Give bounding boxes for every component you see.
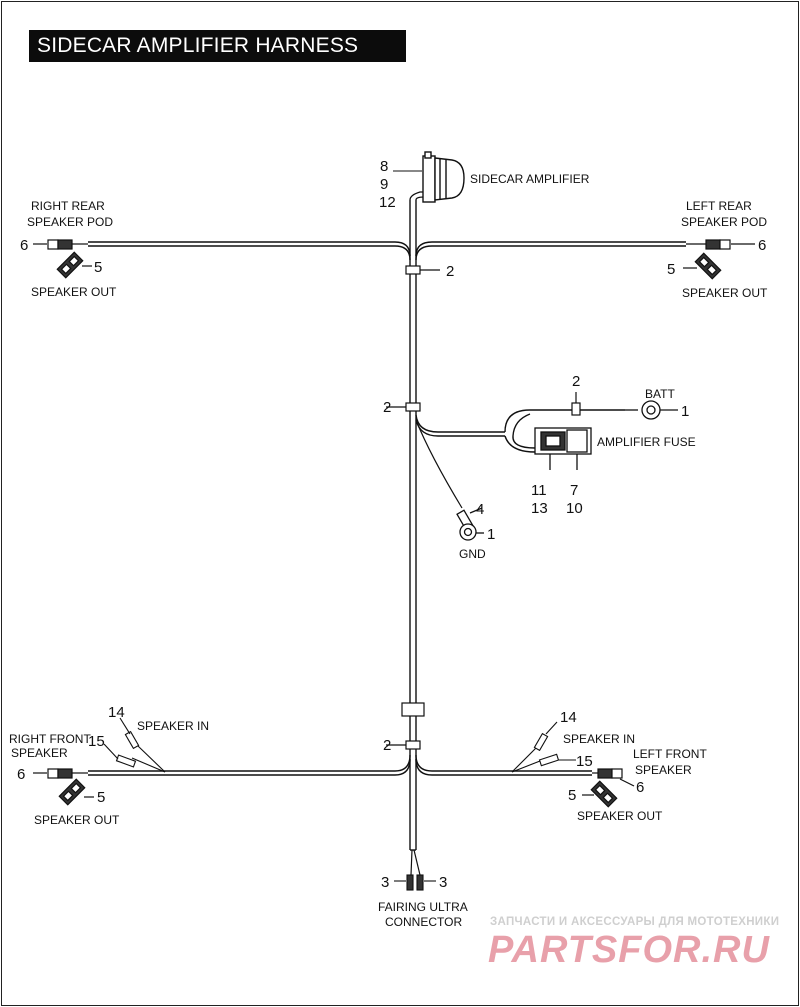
callout-6-rr: 6 (20, 237, 28, 254)
ground-wire (415, 419, 463, 509)
callout-2-upper: 2 (446, 263, 454, 280)
callout-8: 8 (380, 158, 388, 175)
callout-14-rf: 14 (108, 704, 125, 721)
fuse-branch (415, 409, 625, 453)
batt-ring-terminal (625, 400, 678, 420)
right-rear-connector-6 (33, 239, 88, 250)
label-batt: BATT (645, 387, 675, 401)
callout-2-lower: 2 (383, 737, 391, 754)
callout-14-lf: 14 (560, 709, 577, 726)
left-speaker-in-terminals (533, 721, 576, 767)
callout-10: 10 (566, 500, 583, 517)
watermark-line1: ЗАПЧАСТИ И АКСЕССУАРЫ ДЛЯ МОТОТЕХНИКИ (490, 916, 779, 928)
callout-1-gnd: 1 (487, 526, 495, 543)
label-speaker-in-rf: SPEAKER IN (137, 719, 209, 733)
fairing-terminals (394, 874, 436, 891)
callout-9: 9 (380, 176, 388, 193)
label-left-rear-2: SPEAKER POD (681, 215, 767, 229)
callout-2-fuse: 2 (572, 373, 580, 390)
labels: SIDECAR AMPLIFIER RIGHT REAR SPEAKER POD… (9, 172, 768, 929)
amplifier-fuse-holder (534, 427, 592, 470)
label-gnd: GND (459, 547, 486, 561)
right-speaker-in-terminals (103, 717, 140, 768)
callout-6-rf: 6 (17, 766, 25, 783)
callout-6-lf: 6 (636, 779, 644, 796)
right-speaker-in-wires (131, 745, 166, 773)
left-front-connector-5 (582, 780, 618, 808)
callout-5-rr: 5 (94, 259, 102, 276)
label-speaker-out-lf: SPEAKER OUT (577, 809, 663, 823)
callout-15-lf: 15 (576, 753, 593, 770)
callouts: 8 9 12 6 5 2 6 5 2 1 2 11 13 7 10 4 1 14… (17, 158, 766, 891)
callout-6-lr: 6 (758, 237, 766, 254)
callout-5-lr: 5 (667, 261, 675, 278)
rear-branches (88, 241, 686, 261)
label-left-rear-1: LEFT REAR (686, 199, 752, 213)
sidecar-amplifier-connector (422, 151, 465, 203)
callout-13: 13 (531, 500, 548, 517)
label-right-rear-1: RIGHT REAR (31, 199, 105, 213)
label-right-front-2: SPEAKER (11, 746, 68, 760)
label-speaker-out-rf: SPEAKER OUT (34, 813, 120, 827)
callout-4: 4 (476, 501, 484, 518)
cable-strap-mid (386, 402, 421, 412)
page-title: SIDECAR AMPLIFIER HARNESS (29, 30, 406, 62)
label-amplifier-fuse: AMPLIFIER FUSE (597, 435, 696, 449)
label-fairing-2: CONNECTOR (385, 915, 462, 929)
label-speaker-out-lr: SPEAKER OUT (682, 286, 768, 300)
gnd-ring-terminal (456, 507, 484, 541)
callout-11: 11 (531, 482, 547, 499)
label-right-front-1: RIGHT FRONT (9, 732, 91, 746)
label-right-rear-2: SPEAKER POD (27, 215, 113, 229)
cable-strap-fuse (571, 392, 581, 416)
amplifier-lead (409, 191, 425, 201)
cable-clip (401, 702, 425, 717)
label-left-front-2: SPEAKER (635, 763, 692, 777)
watermark: ЗАПЧАСТИ И АКСЕССУАРЫ ДЛЯ МОТОТЕХНИКИ PA… (488, 916, 779, 971)
left-rear-connector-5 (683, 252, 722, 280)
cable-strap-upper (405, 265, 440, 275)
main-trunk (409, 200, 417, 851)
fairing-leads (410, 849, 421, 876)
callout-12: 12 (379, 194, 396, 211)
cable-strap-lower (386, 740, 421, 750)
callout-3-left: 3 (381, 874, 389, 891)
right-front-connector-5 (58, 778, 94, 806)
right-rear-connector-5 (56, 251, 92, 279)
front-branches (88, 754, 592, 776)
right-front-connector-6 (33, 768, 88, 779)
callout-7: 7 (570, 482, 578, 499)
label-speaker-in-lf: SPEAKER IN (563, 732, 635, 746)
callout-3-right: 3 (439, 874, 447, 891)
label-sidecar-amplifier: SIDECAR AMPLIFIER (470, 172, 590, 186)
label-fairing-1: FAIRING ULTRA (378, 900, 468, 914)
label-left-front-1: LEFT FRONT (633, 747, 707, 761)
callout-5-rf: 5 (97, 789, 105, 806)
label-speaker-out-rr: SPEAKER OUT (31, 285, 117, 299)
watermark-logo: PARTSFOR.RU (488, 929, 770, 971)
callout-5-lf: 5 (568, 787, 576, 804)
left-front-connector-6 (592, 768, 635, 787)
left-speaker-in-wires (511, 747, 541, 773)
callout-2-mid: 2 (383, 399, 391, 416)
callout-15-rf: 15 (88, 733, 105, 750)
callout-1-batt: 1 (681, 403, 689, 420)
left-rear-connector-6 (686, 239, 755, 250)
